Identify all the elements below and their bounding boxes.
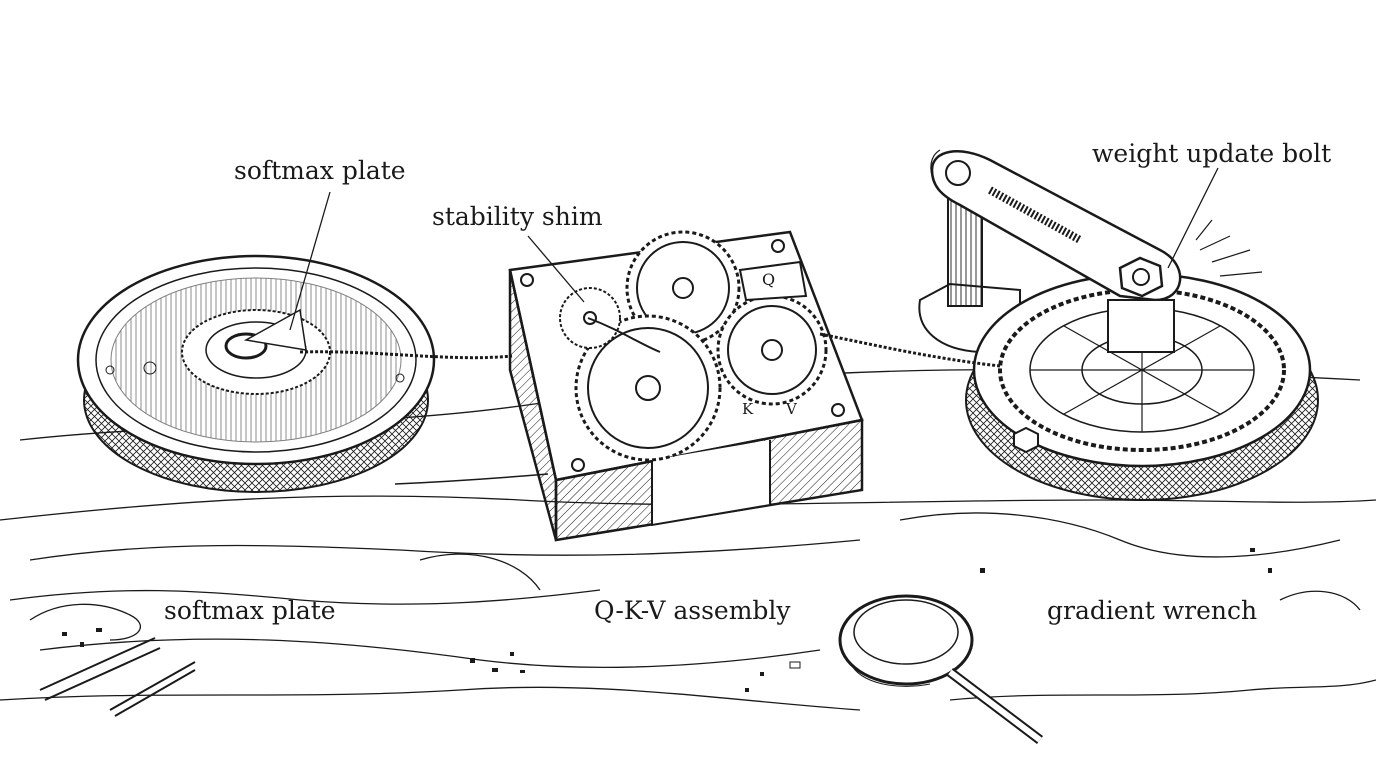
leader-lines — [289, 167, 1219, 331]
caption-qkv-assembly: Q-K-V assembly — [594, 596, 791, 625]
gear-letter-k: K — [742, 400, 754, 418]
callout-softmax-plate: softmax plate — [234, 156, 406, 185]
callout-stability-shim: stability shim — [432, 202, 603, 231]
gradient-wrench-machine — [918, 149, 1319, 501]
cable — [299, 317, 1001, 485]
gear-letter-v: V — [786, 400, 797, 418]
caption-gradient-wrench: gradient wrench — [1047, 596, 1258, 625]
magnifying-glass — [838, 594, 1044, 744]
tweezers — [39, 637, 196, 717]
callout-weight-update-bolt: weight update bolt — [1092, 139, 1332, 168]
debris — [62, 548, 1272, 692]
caption-softmax-plate: softmax plate — [164, 596, 336, 625]
gear-letter-q: Q — [762, 270, 776, 289]
softmax-plate-disc — [76, 254, 436, 493]
qkv-assembly-box — [508, 230, 864, 542]
